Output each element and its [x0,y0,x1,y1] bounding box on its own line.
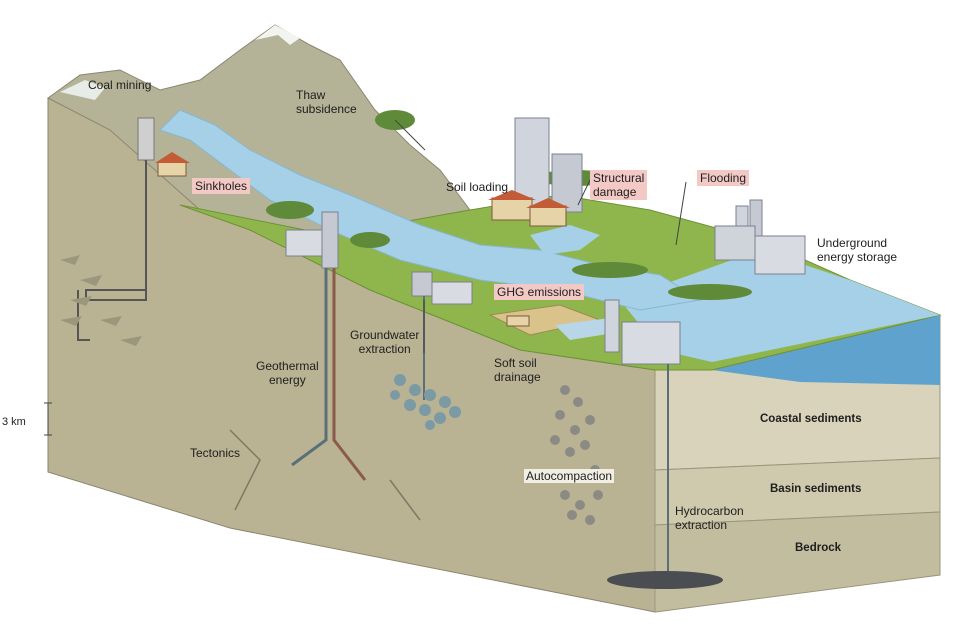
label-sinkholes: Sinkholes [192,178,251,194]
energy-storage-plant [714,199,806,275]
fault-lines [229,429,421,521]
city [488,117,583,227]
sea-surface [620,250,940,362]
label-autocompaction: Autocompaction [524,469,615,483]
label-underground-energy-storage: Underground energy storage [817,236,898,264]
snow-left [60,80,105,100]
label-groundwater-extraction: Groundwater extraction [350,328,420,356]
river-bend [530,225,600,255]
snow-cap [255,25,300,45]
sinkhole-house [155,152,190,177]
label-soft-soil-drainage: Soft soil drainage [494,356,541,384]
label-soil-loading: Soil loading [446,180,509,194]
scale-label: 3 km [2,416,26,428]
label-coal-mining: Coal mining [88,78,152,92]
hydrocarbon-plant [604,299,723,589]
pointer-lines [394,119,687,353]
aquifer-dots [390,374,461,430]
scale-bar [44,402,52,436]
label-bedrock: Bedrock [795,542,842,554]
label-tectonics: Tectonics [190,446,241,460]
coal-mine [77,117,155,341]
coal-seams [60,255,142,346]
label-flooding: Flooding [697,170,750,186]
label-hydrocarbon-extraction: Hydrocarbon extraction [675,504,744,532]
label-basin-sediments: Basin sediments [770,483,862,495]
geothermal-plant [285,211,367,481]
label-geothermal-energy: Geothermal energy [256,359,319,387]
label-structural-damage: Structural damage [590,170,648,200]
label-coastal-sediments: Coastal sediments [760,413,862,425]
ghg-fields [488,304,620,340]
sea-side [712,315,940,385]
label-ghg-emissions: GHG emissions [494,284,585,300]
label-thaw-subsidence: Thaw subsidence [296,88,357,116]
